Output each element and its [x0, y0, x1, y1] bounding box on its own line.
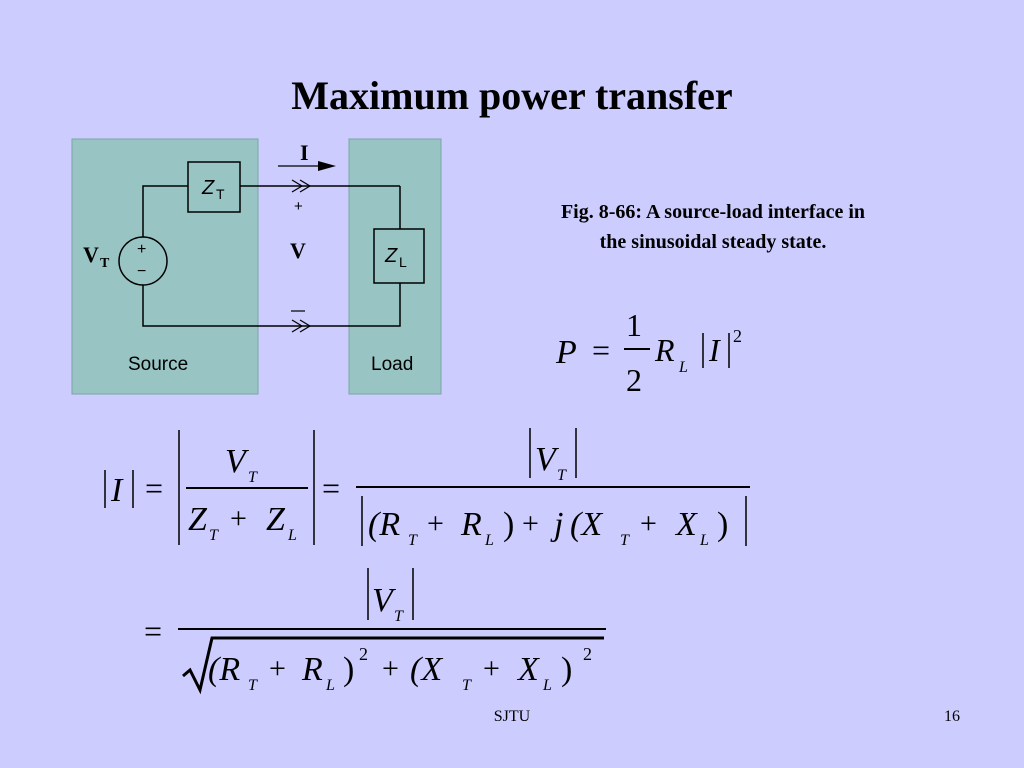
zl-impedance-box — [373, 228, 425, 284]
power-resistance-subscript: L — [678, 359, 688, 376]
load-panel-label: Load — [371, 354, 413, 375]
footer-organization: SJTU — [493, 708, 531, 725]
sqrt-rl: R — [301, 651, 323, 688]
zl-subscript: L — [399, 254, 407, 270]
sqrt-open-x: (X — [410, 651, 443, 688]
source-panel-label: Source — [128, 354, 188, 375]
caption-line-1: Fig. 8-66: A source-load interface in — [560, 201, 866, 223]
sqrt-plus2: + — [382, 652, 399, 685]
terminal-plus-sign: + — [294, 198, 303, 215]
frac2-den-j: j — [550, 506, 563, 543]
sqrt-xl: X — [516, 651, 540, 688]
power-exponent: 2 — [733, 326, 742, 346]
frac2-den-plus2: + — [522, 507, 539, 540]
frac1-den-z2: Z — [266, 501, 286, 538]
caption-line-2: the sinusoidal steady state. — [599, 231, 827, 253]
zt-label: Z — [201, 177, 215, 199]
load-panel — [348, 138, 442, 395]
sqrt-open-r: (R — [208, 651, 240, 688]
current-label: I — [300, 140, 309, 165]
power-equals: = — [592, 332, 610, 368]
sqrt-xt-subscript: T — [462, 677, 472, 694]
figure-caption: Fig. 8-66: A source-load interface in th… — [500, 197, 926, 257]
sqrt-rl-subscript: L — [325, 677, 335, 694]
current-arrow-icon — [318, 161, 336, 171]
sqrt-rt-subscript: T — [248, 677, 258, 694]
power-lhs: P — [555, 334, 577, 371]
power-fraction-numerator: 1 — [626, 307, 642, 343]
frac2-den-xl: X — [674, 506, 698, 543]
sqrt-close1: ) — [343, 651, 354, 688]
terminal-voltage-label: V — [290, 238, 306, 263]
sqrt-plus3: + — [483, 652, 500, 685]
slide-title: Maximum power transfer — [291, 73, 733, 118]
source-plus-sign: + — [137, 241, 146, 258]
sqrt-close2: ) — [561, 651, 572, 688]
sqrt-exp1: 2 — [359, 644, 368, 664]
first-equals: = — [145, 470, 163, 506]
source-voltage-label: V — [83, 242, 99, 267]
frac2-numerator-subscript: T — [557, 467, 567, 484]
frac2-den-rl-subscript: L — [484, 532, 494, 549]
voltage-source-icon — [118, 236, 168, 286]
frac2-den-plus1: + — [427, 507, 444, 540]
power-current: I — [708, 332, 721, 368]
source-voltage-subscript: T — [100, 256, 110, 271]
circuit-diagram: Z T Z L + − V T I + — [71, 138, 442, 395]
frac2-den-xl-subscript: L — [699, 532, 709, 549]
zt-impedance-box — [187, 161, 241, 213]
power-fraction-denominator: 2 — [626, 362, 642, 398]
frac2-den-close1: ) — [503, 506, 514, 543]
frac1-den-z2-subscript: L — [287, 527, 297, 544]
power-resistance: R — [654, 332, 675, 368]
page-number: 16 — [944, 708, 960, 725]
power-equation: P = 1 2 R L I 2 — [555, 307, 742, 398]
bottom-terminal-chevron-icon — [291, 319, 312, 333]
sqrt-numerator-subscript: T — [394, 608, 404, 625]
top-terminal-chevron-icon — [291, 179, 312, 193]
second-equals: = — [322, 470, 340, 506]
frac2-den-rl: R — [460, 506, 482, 543]
sqrt-radical-icon — [182, 636, 604, 695]
current-magnitude-equation: I = V T Z T + Z L = V T (R T + R L ) — [104, 428, 750, 549]
frac1-den-plus: + — [230, 502, 247, 535]
circuit-wires — [142, 185, 401, 327]
sqrt-plus1: + — [269, 652, 286, 685]
frac1-den-z1: Z — [188, 501, 208, 538]
frac2-den-open-x: (X — [570, 506, 603, 543]
frac2-den-xt-subscript: T — [620, 532, 630, 549]
frac1-numerator: V — [225, 443, 250, 480]
frac1-den-z1-subscript: T — [209, 527, 219, 544]
frac2-den-plus3: + — [640, 507, 657, 540]
frac2-den-close2: ) — [717, 506, 728, 543]
frac1-numerator-subscript: T — [248, 469, 258, 486]
source-panel — [71, 138, 259, 395]
frac2-den-open-r: (R — [368, 506, 400, 543]
zl-label: Z — [384, 245, 398, 267]
zt-subscript: T — [216, 186, 225, 202]
sqrt-xl-subscript: L — [542, 677, 552, 694]
lhs-current: I — [110, 472, 124, 509]
sqrt-magnitude-equation: = V T (R T + R L ) 2 + (X T + X L ) 2 — [144, 568, 606, 695]
sqrt-exp2: 2 — [583, 644, 592, 664]
frac2-den-rt-subscript: T — [408, 532, 418, 549]
sqrt-equals: = — [144, 613, 162, 649]
source-minus-sign: − — [137, 263, 146, 280]
